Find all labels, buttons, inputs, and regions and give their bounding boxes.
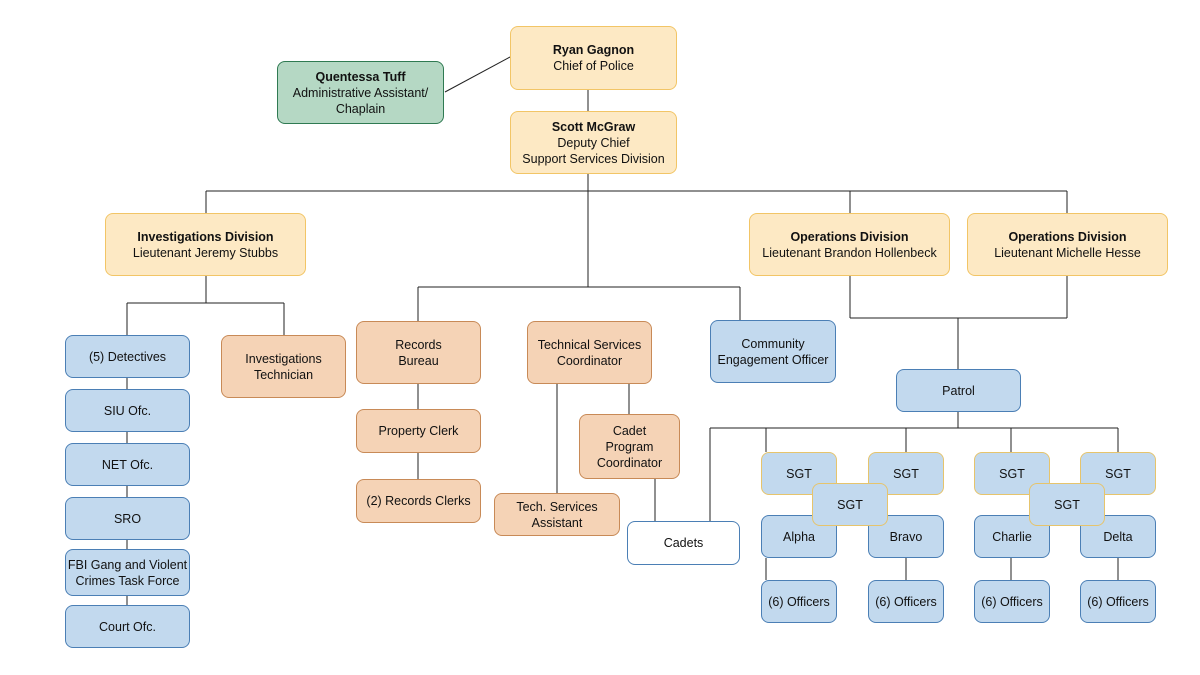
- sgt-alpha-box: SGT: [761, 452, 837, 495]
- technical-coordinator-line1: Technical Services: [537, 337, 642, 352]
- fbi-label-line1: FBI Gang and Violent: [67, 557, 188, 572]
- cadet-coordinator-line2: Program: [605, 439, 654, 454]
- deputy-chief-box: Scott McGraw Deputy Chief Support Servic…: [510, 111, 677, 174]
- technician-line1: Investigations: [245, 351, 322, 366]
- community-engagement-box: Community Engagement Officer: [710, 320, 836, 383]
- deputy-title: Deputy Chief: [557, 135, 630, 150]
- court-label: Court Ofc.: [99, 619, 156, 634]
- investigations-lead: Lieutenant Jeremy Stubbs: [132, 245, 279, 260]
- cadet-program-coordinator-box: Cadet Program Coordinator: [579, 414, 680, 479]
- records-clerks-label: (2) Records Clerks: [366, 494, 471, 508]
- cadet-coordinator-line3: Coordinator: [596, 455, 663, 470]
- siu-label: SIU Ofc.: [103, 403, 152, 418]
- chief-title: Chief of Police: [553, 59, 634, 73]
- deputy-division: Support Services Division: [522, 151, 665, 166]
- community-line2: Engagement Officer: [717, 352, 829, 367]
- sgt-label: SGT: [893, 466, 919, 481]
- operations-lead-2: Lieutenant Michelle Hesse: [994, 245, 1141, 260]
- officers-label: (6) Officers: [1087, 594, 1149, 609]
- technical-services-coordinator-box: Technical Services Coordinator: [527, 321, 652, 384]
- admin-assistant-box: Quentessa Tuff Administrative Assistant/…: [277, 61, 444, 124]
- cadets-box: Cadets: [627, 521, 740, 565]
- property-clerk-label: Property Clerk: [378, 424, 459, 438]
- squad-charlie-label: Charlie: [992, 529, 1032, 544]
- chief-name: Ryan Gagnon: [552, 43, 635, 57]
- officers-label: (6) Officers: [981, 594, 1043, 609]
- squad-bravo-label: Bravo: [889, 529, 923, 544]
- officers-bravo-box: (6) Officers: [868, 580, 944, 623]
- deputy-name: Scott McGraw: [551, 119, 636, 134]
- admin-assistant-title-line2: Chaplain: [335, 101, 386, 116]
- tech-assistant-line1: Tech. Services: [516, 499, 598, 514]
- admin-assistant-name: Quentessa Tuff: [315, 69, 406, 84]
- officers-label: (6) Officers: [875, 594, 937, 609]
- operations-division-hollenbeck-box: Operations Division Lieutenant Brandon H…: [749, 213, 950, 276]
- records-bureau-line2: Bureau: [398, 353, 439, 368]
- operations-division-hesse-box: Operations Division Lieutenant Michelle …: [967, 213, 1168, 276]
- sro-label: SRO: [113, 511, 142, 526]
- siu-box: SIU Ofc.: [65, 389, 190, 432]
- technician-line2: Technician: [253, 367, 314, 382]
- sgt-label: SGT: [786, 466, 812, 481]
- community-line1: Community: [741, 336, 805, 351]
- detectives-box: (5) Detectives: [65, 335, 190, 378]
- sgt-label: SGT: [999, 466, 1025, 481]
- tech-assistant-line2: Assistant: [531, 515, 583, 530]
- net-label: NET Ofc.: [101, 457, 154, 472]
- admin-assistant-title-line1: Administrative Assistant/: [292, 85, 429, 100]
- patrol-box: Patrol: [896, 369, 1021, 412]
- squad-delta-label: Delta: [1103, 529, 1133, 544]
- squad-charlie-box: Charlie: [974, 515, 1050, 558]
- cadets-label: Cadets: [663, 536, 704, 550]
- squad-alpha-label: Alpha: [783, 529, 815, 544]
- patrol-label: Patrol: [942, 383, 975, 398]
- fbi-task-force-box: FBI Gang and Violent Crimes Task Force: [65, 549, 190, 596]
- operations-division-title-2: Operations Division: [1008, 229, 1127, 244]
- court-box: Court Ofc.: [65, 605, 190, 648]
- investigations-technician-box: Investigations Technician: [221, 335, 346, 398]
- sgt-label: SGT: [837, 497, 863, 512]
- operations-lead-1: Lieutenant Brandon Hollenbeck: [762, 245, 937, 260]
- fbi-label-line2: Crimes Task Force: [75, 573, 180, 588]
- records-clerks-box: (2) Records Clerks: [356, 479, 481, 523]
- sgt-label: SGT: [1054, 497, 1080, 512]
- detectives-label: (5) Detectives: [88, 349, 167, 364]
- officers-alpha-box: (6) Officers: [761, 580, 837, 623]
- sgt-shared-alpha-bravo-box: SGT: [812, 483, 888, 526]
- officers-delta-box: (6) Officers: [1080, 580, 1156, 623]
- technical-coordinator-line2: Coordinator: [556, 353, 623, 368]
- property-clerk-box: Property Clerk: [356, 409, 481, 453]
- chief-box: Ryan Gagnon Chief of Police: [510, 26, 677, 90]
- officers-label: (6) Officers: [768, 594, 830, 609]
- investigations-division-box: Investigations Division Lieutenant Jerem…: [105, 213, 306, 276]
- sro-box: SRO: [65, 497, 190, 540]
- investigations-division-title: Investigations Division: [137, 229, 274, 244]
- sgt-shared-charlie-delta-box: SGT: [1029, 483, 1105, 526]
- records-bureau-line1: Records: [395, 337, 442, 352]
- officers-charlie-box: (6) Officers: [974, 580, 1050, 623]
- sgt-label: SGT: [1105, 466, 1131, 481]
- records-bureau-box: Records Bureau: [356, 321, 481, 384]
- cadet-coordinator-line1: Cadet: [612, 423, 647, 438]
- tech-services-assistant-box: Tech. Services Assistant: [494, 493, 620, 536]
- net-box: NET Ofc.: [65, 443, 190, 486]
- operations-division-title-1: Operations Division: [790, 229, 909, 244]
